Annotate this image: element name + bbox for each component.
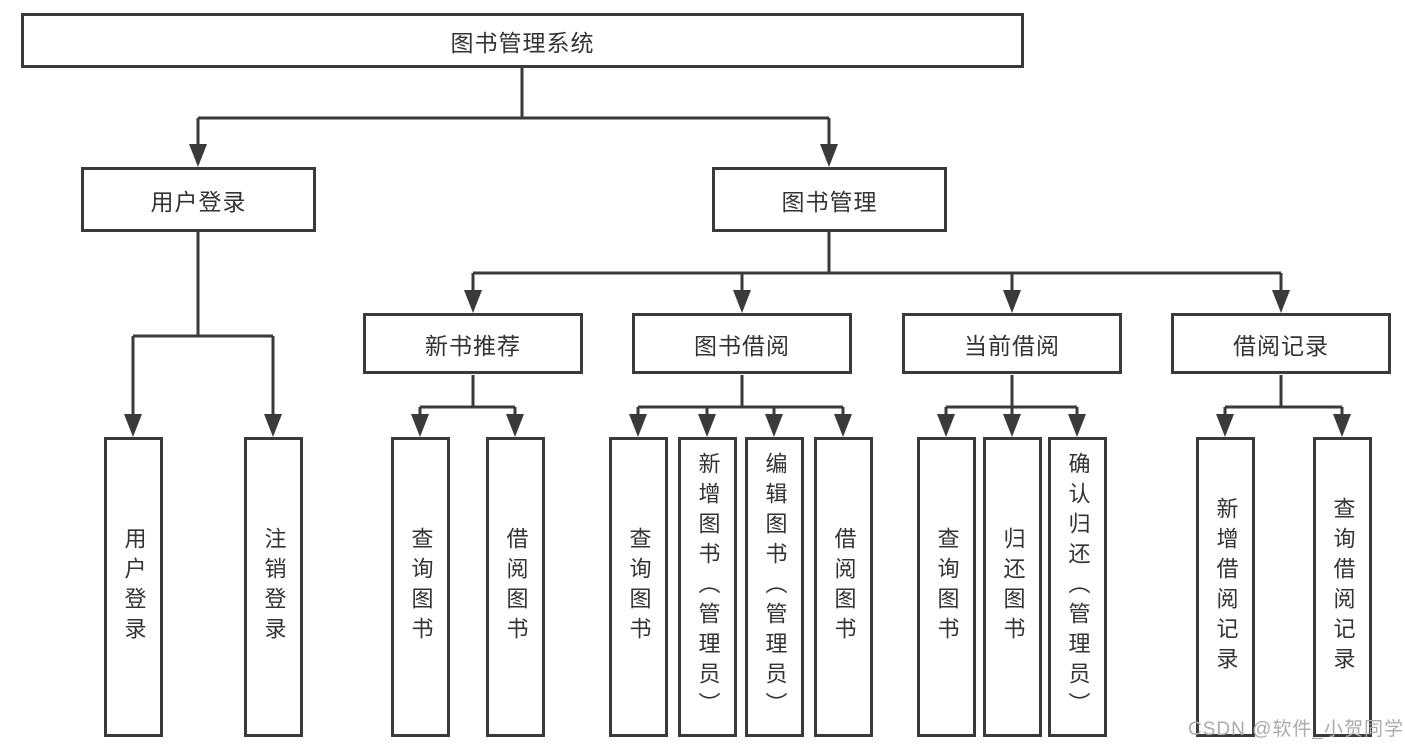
leaf-label: 借阅图书 <box>831 527 857 647</box>
node-label: 图书借阅 <box>694 332 790 359</box>
leaf-label: 查询借阅记录 <box>1330 497 1356 677</box>
leaf-edit-book-admin: 编辑图书（管理员） <box>745 437 804 737</box>
leaf-query-books-recommend: 查询图书 <box>391 437 450 737</box>
leaf-label: 新增借阅记录 <box>1213 497 1239 677</box>
node-new-book-recommendation: 新书推荐 <box>363 313 583 374</box>
leaf-label: 新增图书（管理员） <box>695 452 721 722</box>
node-book-borrowing: 图书借阅 <box>632 313 852 374</box>
leaf-borrow-books-recommend: 借阅图书 <box>486 437 545 737</box>
node-library-management-system: 图书管理系统 <box>21 13 1024 68</box>
leaf-query-books-borrowing: 查询图书 <box>609 437 668 737</box>
leaf-label: 编辑图书（管理员） <box>762 452 788 722</box>
leaf-label: 查询图书 <box>934 527 960 647</box>
node-label: 用户登录 <box>150 188 247 215</box>
node-label: 当前借阅 <box>964 332 1060 359</box>
node-current-borrowing: 当前借阅 <box>902 313 1122 374</box>
leaf-user-login: 用户登录 <box>104 437 163 737</box>
node-borrowing-records: 借阅记录 <box>1171 313 1391 374</box>
leaf-return-books: 归还图书 <box>983 437 1042 737</box>
node-label: 图书管理系统 <box>450 29 595 56</box>
leaf-logout: 注销登录 <box>244 437 303 737</box>
leaf-label: 用户登录 <box>121 527 147 647</box>
node-label: 新书推荐 <box>425 332 521 359</box>
node-user-login: 用户登录 <box>81 167 316 232</box>
leaf-borrow-books-borrowing: 借阅图书 <box>814 437 873 737</box>
leaf-label: 确认归还（管理员） <box>1065 452 1091 722</box>
leaf-query-borrow-record: 查询借阅记录 <box>1313 437 1372 737</box>
node-label: 图书管理 <box>781 188 878 215</box>
leaf-add-borrow-record: 新增借阅记录 <box>1196 437 1255 737</box>
leaf-add-book-admin: 新增图书（管理员） <box>678 437 737 737</box>
leaf-label: 查询图书 <box>626 527 652 647</box>
leaf-query-books-current: 查询图书 <box>917 437 976 737</box>
leaf-label: 借阅图书 <box>503 527 529 647</box>
leaf-confirm-return-admin: 确认归还（管理员） <box>1048 437 1107 737</box>
leaf-label: 注销登录 <box>261 527 287 647</box>
node-book-management: 图书管理 <box>712 167 947 232</box>
leaf-label: 查询图书 <box>408 527 434 647</box>
leaf-label: 归还图书 <box>1000 527 1026 647</box>
node-label: 借阅记录 <box>1233 332 1329 359</box>
